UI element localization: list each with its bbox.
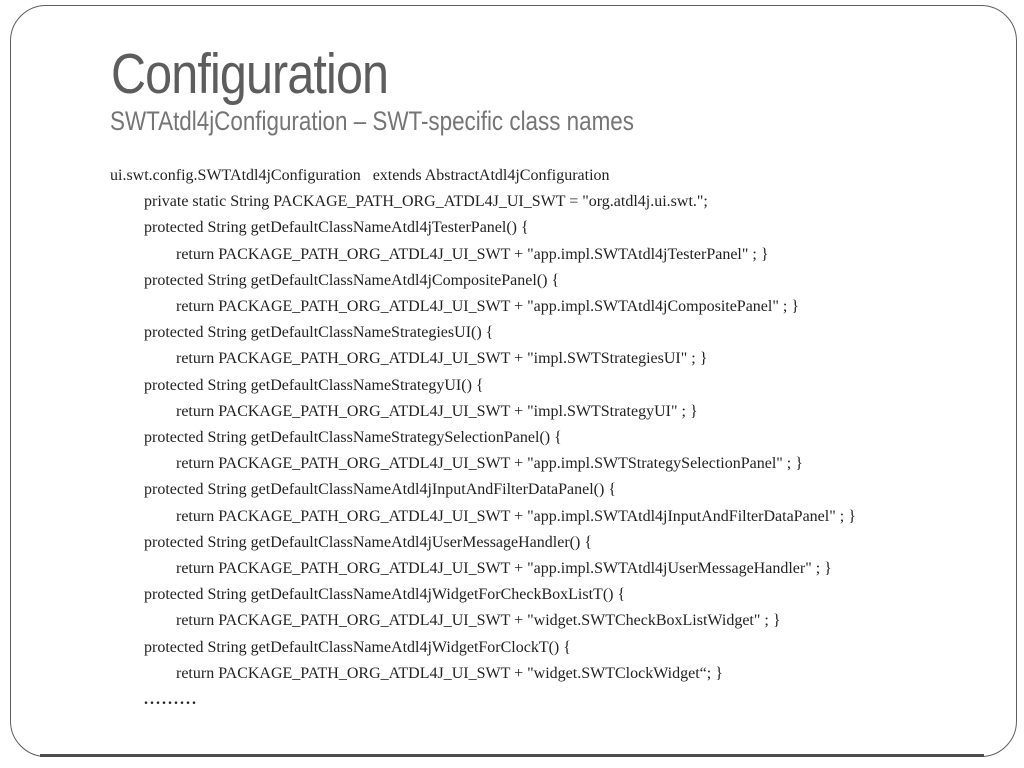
code-block: ui.swt.config.SWTAtdl4jConfiguration ext… <box>110 163 990 713</box>
code-line: return PACKAGE_PATH_ORG_ATDL4J_UI_SWT + … <box>176 507 856 525</box>
code-line: protected String getDefaultClassNameAtdl… <box>144 586 626 604</box>
code-line: protected String getDefaultClassNameAtdl… <box>144 271 560 289</box>
code-line: return PACKAGE_PATH_ORG_ATDL4J_UI_SWT + … <box>176 560 832 578</box>
code-line: return PACKAGE_PATH_ORG_ATDL4J_UI_SWT + … <box>176 402 698 420</box>
code-line: protected String getDefaultClassNameAtdl… <box>144 219 529 237</box>
code-line: return PACKAGE_PATH_ORG_ATDL4J_UI_SWT + … <box>176 612 781 630</box>
code-line: return PACKAGE_PATH_ORG_ATDL4J_UI_SWT + … <box>176 350 708 368</box>
slide-title: Configuration <box>111 42 389 106</box>
code-line: return PACKAGE_PATH_ORG_ATDL4J_UI_SWT + … <box>176 664 723 682</box>
code-line: private static String PACKAGE_PATH_ORG_A… <box>144 193 708 211</box>
code-line: protected String getDefaultClassNameAtdl… <box>144 638 571 656</box>
code-line: protected String getDefaultClassNameStra… <box>144 324 494 342</box>
code-line: return PACKAGE_PATH_ORG_ATDL4J_UI_SWT + … <box>176 245 769 263</box>
code-line: protected String getDefaultClassNameAtdl… <box>144 533 592 551</box>
code-line: return PACKAGE_PATH_ORG_ATDL4J_UI_SWT + … <box>176 298 800 316</box>
code-line: return PACKAGE_PATH_ORG_ATDL4J_UI_SWT + … <box>176 455 803 473</box>
code-line: ui.swt.config.SWTAtdl4jConfiguration ext… <box>110 167 610 184</box>
code-line: ......... <box>144 691 198 709</box>
slide-frame-bottom-edge <box>40 754 984 757</box>
code-line: protected String getDefaultClassNameAtdl… <box>144 481 617 499</box>
code-line: protected String getDefaultClassNameStra… <box>144 429 562 447</box>
code-line: protected String getDefaultClassNameStra… <box>144 376 484 394</box>
slide-subtitle: SWTAtdl4jConfiguration – SWT-specific cl… <box>110 106 634 136</box>
